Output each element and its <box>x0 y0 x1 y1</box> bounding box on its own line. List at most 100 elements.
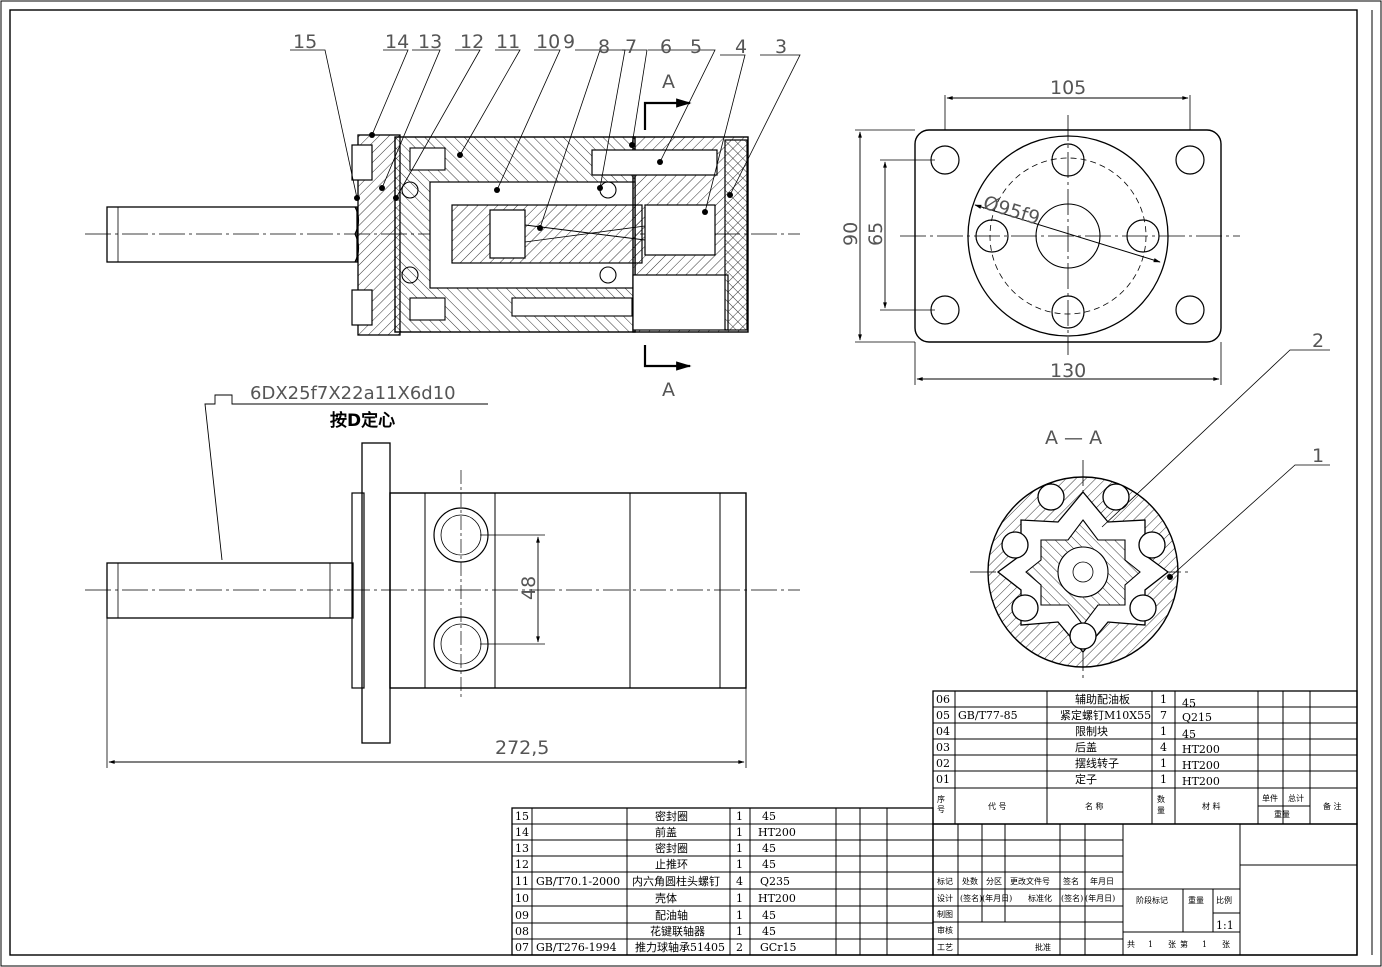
dim-diameter: Ø95f9 <box>981 192 1043 230</box>
svg-text:45: 45 <box>762 909 776 922</box>
part-label-1: 1 <box>1312 445 1324 467</box>
svg-text:11: 11 <box>515 875 529 888</box>
section-mark-top: A <box>662 71 675 93</box>
part-label-12: 12 <box>460 31 484 53</box>
svg-text:壳体: 壳体 <box>655 891 677 905</box>
dim-105: 105 <box>1050 77 1086 99</box>
svg-text:制图: 制图 <box>937 909 953 919</box>
svg-text:(年月日): (年月日) <box>1085 893 1115 903</box>
svg-text:材 料: 材 料 <box>1202 801 1221 811</box>
svg-text:14: 14 <box>515 826 529 839</box>
section-mark-bottom: A <box>662 379 675 401</box>
part-label-4: 4 <box>735 36 747 58</box>
svg-text:09: 09 <box>515 909 529 922</box>
title-block: 标记 处数 分区 更改文件号 签名 年月日 设计 (签名) (年月日) 标准化 … <box>932 823 1358 956</box>
svg-text:共: 共 <box>1127 940 1135 949</box>
svg-text:摆线转子: 摆线转子 <box>1075 756 1119 770</box>
dim-90: 90 <box>840 222 862 246</box>
svg-text:1: 1 <box>736 909 743 922</box>
part-label-13: 13 <box>418 31 442 53</box>
svg-text:分区: 分区 <box>986 877 1002 886</box>
svg-text:1: 1 <box>1160 693 1167 706</box>
svg-text:4: 4 <box>736 875 743 888</box>
svg-text:张: 张 <box>1222 940 1230 949</box>
svg-text:标准化: 标准化 <box>1028 893 1052 903</box>
part-label-15: 15 <box>293 31 317 53</box>
svg-text:备 注: 备 注 <box>1323 801 1342 811</box>
svg-text:HT200: HT200 <box>758 892 796 905</box>
exterior-view-annotations: 48 272,5 6DX25f7X22a11X6d10 按D定心 <box>250 383 549 759</box>
svg-text:45: 45 <box>762 810 776 823</box>
svg-text:总计: 总计 <box>1288 793 1304 803</box>
svg-text:45: 45 <box>762 925 776 938</box>
svg-text:推力球轴承51405: 推力球轴承51405 <box>635 940 725 954</box>
svg-text:1: 1 <box>736 925 743 938</box>
section-aa-view <box>970 349 1330 680</box>
svg-text:02: 02 <box>936 757 950 770</box>
svg-text:1: 1 <box>736 826 743 839</box>
svg-text:1: 1 <box>1202 940 1207 949</box>
svg-text:(签名): (签名) <box>960 893 982 903</box>
svg-text:45: 45 <box>1182 728 1196 741</box>
exterior-view <box>85 394 800 768</box>
svg-text:1: 1 <box>1160 725 1167 738</box>
svg-text:第: 第 <box>1180 939 1188 949</box>
end-view <box>855 95 1240 385</box>
part-label-5: 5 <box>690 36 702 58</box>
svg-text:08: 08 <box>515 925 529 938</box>
svg-text:号: 号 <box>937 805 945 814</box>
svg-text:03: 03 <box>936 741 950 754</box>
svg-text:1: 1 <box>736 892 743 905</box>
upper-parts-table: 06 辅助配油板 1 45 05 GB/T77-85 紧定螺钉M10X55 7 … <box>932 690 1358 825</box>
svg-text:紧定螺钉M10X55: 紧定螺钉M10X55 <box>1060 708 1151 722</box>
svg-text:04: 04 <box>936 725 950 738</box>
svg-text:定子: 定子 <box>1075 772 1097 786</box>
svg-text:限制块: 限制块 <box>1075 725 1108 738</box>
part-numbers: 15 14 13 12 11 10 9 8 7 6 5 4 3 2 1 <box>293 31 1324 467</box>
svg-text:1: 1 <box>736 842 743 855</box>
svg-text:后盖: 后盖 <box>1075 740 1097 754</box>
svg-text:签名: 签名 <box>1063 876 1079 886</box>
svg-text:HT200: HT200 <box>758 826 796 839</box>
svg-text:量: 量 <box>1157 806 1165 815</box>
dim-272-5: 272,5 <box>495 737 549 759</box>
svg-text:序: 序 <box>937 794 945 804</box>
svg-text:1: 1 <box>1148 940 1153 949</box>
svg-text:批准: 批准 <box>1035 942 1051 952</box>
scale-value: 1:1 <box>1216 919 1234 932</box>
svg-text:45: 45 <box>1182 697 1196 710</box>
svg-text:Q215: Q215 <box>1182 711 1212 724</box>
svg-text:2: 2 <box>736 941 743 954</box>
svg-text:15: 15 <box>515 810 529 823</box>
svg-text:GB/T77-85: GB/T77-85 <box>958 709 1018 722</box>
svg-text:单件: 单件 <box>1262 793 1278 803</box>
svg-text:01: 01 <box>936 773 950 786</box>
part-label-11: 11 <box>496 31 520 53</box>
svg-text:HT200: HT200 <box>1182 775 1220 788</box>
part-label-3: 3 <box>775 36 787 58</box>
svg-text:代 号: 代 号 <box>988 801 1007 811</box>
svg-text:45: 45 <box>762 858 776 871</box>
dim-130: 130 <box>1050 360 1086 382</box>
svg-text:密封圈: 密封圈 <box>655 809 688 823</box>
svg-text:阶段标记: 阶段标记 <box>1136 895 1168 905</box>
svg-text:1: 1 <box>1160 757 1167 770</box>
svg-text:前盖: 前盖 <box>655 825 677 839</box>
svg-text:密封圈: 密封圈 <box>655 841 688 855</box>
svg-text:1: 1 <box>1160 773 1167 786</box>
svg-text:GB/T276-1994: GB/T276-1994 <box>536 941 617 954</box>
svg-text:06: 06 <box>936 693 950 706</box>
part-label-7: 7 <box>625 36 637 58</box>
svg-text:1: 1 <box>736 858 743 871</box>
part-label-2: 2 <box>1312 330 1324 352</box>
lower-parts-table: 15 密封圈 1 45 14 前盖 1 HT200 13 密封圈 1 45 12… <box>511 807 934 956</box>
section-markers: A A A — A <box>662 71 1102 449</box>
part-label-6: 6 <box>660 36 672 58</box>
part-label-9: 9 <box>563 31 575 53</box>
svg-text:设计: 设计 <box>937 893 953 903</box>
end-view-dimensions: 105 130 90 65 Ø95f9 <box>840 77 1086 382</box>
svg-text:Q235: Q235 <box>760 875 790 888</box>
svg-text:07: 07 <box>515 941 529 954</box>
section-view-title: A — A <box>1045 427 1102 449</box>
